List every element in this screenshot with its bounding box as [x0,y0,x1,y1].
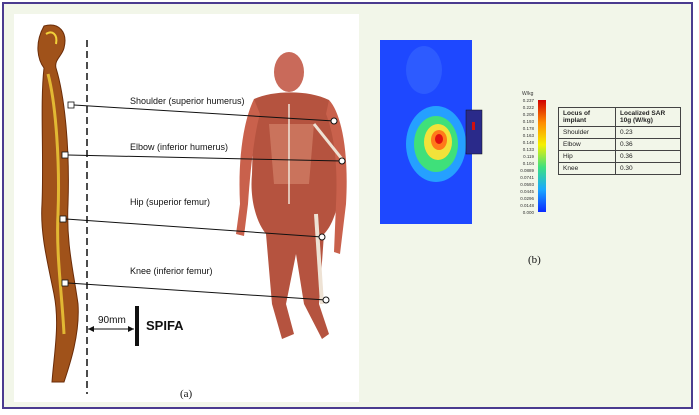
implant-shoulder [331,118,337,124]
scale-value: 0.148 [512,140,534,145]
scale-title: W/kg [522,91,533,97]
scale-value: 0.208 [512,112,534,117]
scale-value: 0.222 [512,105,534,110]
scale-value: 0.193 [512,119,534,124]
caption-b: (b) [528,254,541,266]
caption-a: (a) [180,388,192,400]
table-cell: 0.23 [616,127,681,139]
figure-frame: Shoulder (superior humerus) Elbow (infer… [2,2,693,409]
table-row: Knee 0.30 [559,163,681,175]
sar-color-scale [538,100,546,212]
table-cell: Knee [559,163,616,175]
table-header-cell: Localized SAR 10g (W/kg) [616,108,681,127]
table-row: Hip 0.36 [559,151,681,163]
implant-hip [319,234,325,240]
implant-knee [323,297,329,303]
scale-value: 0.163 [512,133,534,138]
scale-value: 0.104 [512,161,534,166]
label-elbow: Elbow (inferior humerus) [130,142,228,152]
anatomy-figure [236,52,347,339]
label-shoulder: Shoulder (superior humerus) [130,96,245,106]
scale-value: 0.0889 [512,168,534,173]
sar-simulation [380,40,482,224]
scale-value: 0.0741 [512,175,534,180]
table-row: Shoulder 0.23 [559,127,681,139]
scale-value: 0.0445 [512,189,534,194]
table-header-cell: Locus of implant [559,108,616,127]
table-cell: Elbow [559,139,616,151]
marker-knee [62,280,68,286]
table-cell: Hip [559,151,616,163]
label-hip: Hip (superior femur) [130,197,210,207]
spifa-label: SPIFA [146,318,184,333]
sar-table: Locus of implant Localized SAR 10g (W/kg… [558,107,681,175]
panel-a-drawing [4,4,693,409]
table-cell: 0.36 [616,139,681,151]
label-knee: Knee (inferior femur) [130,266,213,276]
scale-value: 0.0296 [512,196,534,201]
table-row: Elbow 0.36 [559,139,681,151]
table-header-row: Locus of implant Localized SAR 10g (W/kg… [559,108,681,127]
scale-value: 0.237 [512,98,534,103]
table-cell: 0.30 [616,163,681,175]
scale-value: 0.178 [512,126,534,131]
spifa-device [135,306,139,346]
marker-shoulder [68,102,74,108]
scale-value: 0.119 [512,154,534,159]
table-cell: Shoulder [559,127,616,139]
scale-value: 0.0593 [512,182,534,187]
table-cell: 0.36 [616,151,681,163]
scale-value: 0.133 [512,147,534,152]
side-view-body [38,25,78,382]
marker-hip [60,216,66,222]
marker-elbow [62,152,68,158]
scale-value: 0.000 [512,210,534,215]
implant-elbow [339,158,345,164]
scale-value: 0.0148 [512,203,534,208]
dimension-label: 90mm [98,315,126,326]
